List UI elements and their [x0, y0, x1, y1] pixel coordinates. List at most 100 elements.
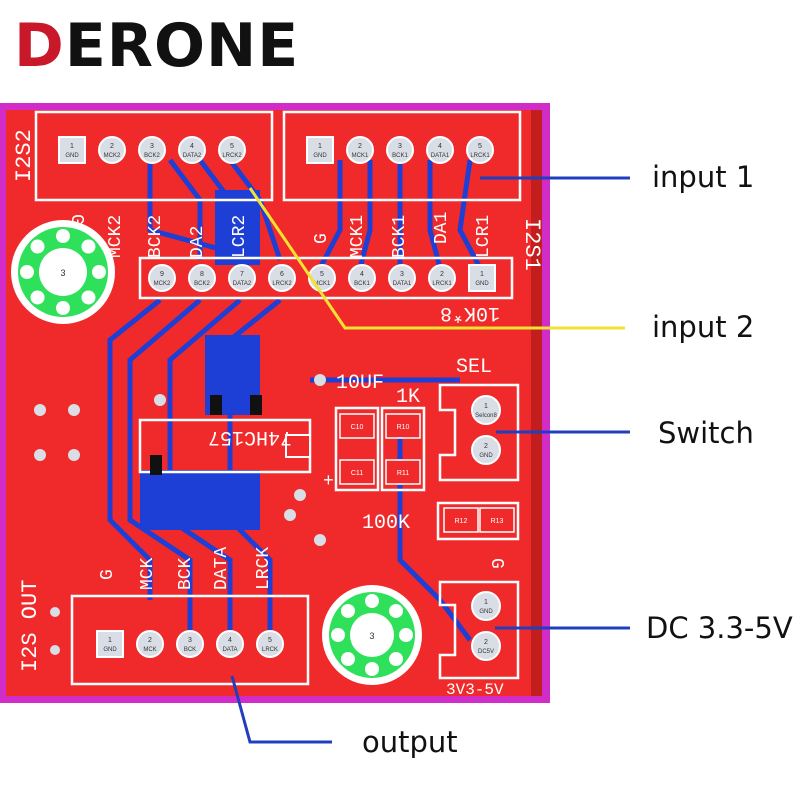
callout-dc: DC 3.3-5V	[646, 611, 793, 645]
trace-fill	[215, 190, 260, 265]
board-edge-stripe	[531, 110, 542, 696]
callout-line-input2	[248, 187, 625, 330]
pin-name: BCK1	[392, 153, 408, 159]
standoff-dot	[399, 628, 413, 642]
pad-round	[268, 264, 296, 292]
smd-label: C11	[351, 470, 363, 477]
pin-name: LRCK1	[470, 153, 490, 159]
pin-number: 5	[320, 271, 324, 278]
pad-round	[346, 136, 374, 164]
pad-round	[148, 264, 176, 292]
pad-round	[218, 136, 246, 164]
pin-name: MCK1	[352, 153, 369, 159]
standoff-dot	[56, 301, 70, 315]
pin-name: LRCK1	[432, 281, 452, 287]
silk-lrck: LRCK	[254, 547, 274, 590]
pin-name: LRCK2	[222, 153, 242, 159]
brand-logo-rest: ERONE	[64, 11, 300, 81]
pin-number: 3	[150, 143, 154, 150]
pin-name: MCK	[143, 647, 156, 653]
pin-name: DATA	[222, 647, 237, 653]
pin-number: 3	[398, 143, 402, 150]
silk-mck: MCK	[138, 557, 158, 590]
pad	[34, 449, 46, 461]
standoff-dot	[389, 652, 404, 667]
smd-label: R10	[397, 424, 410, 431]
pin-number: 2	[484, 443, 488, 450]
pad-round	[471, 395, 501, 425]
silk-i2s1: I2S1	[519, 218, 544, 271]
pad	[68, 404, 80, 416]
pin-name: BCK1	[354, 281, 370, 287]
pin-number: 9	[160, 271, 164, 278]
pin-name: MCK2	[104, 153, 121, 159]
silk-bck2: BCK2	[146, 215, 166, 258]
standoff-number: 3	[60, 268, 65, 278]
resistor-1k-outline	[380, 406, 426, 492]
pin-number: 1	[70, 143, 74, 150]
pin-number: 6	[280, 271, 284, 278]
standoff-dot	[92, 265, 106, 279]
pin-name: GND	[479, 453, 493, 459]
pin-number: 5	[268, 637, 272, 644]
pin-number: 1	[318, 143, 322, 150]
pad-round	[256, 630, 284, 658]
pad-round	[348, 264, 376, 292]
pad-round	[228, 264, 256, 292]
pin-number: 1	[108, 637, 112, 644]
output-connector-housing	[70, 594, 310, 686]
pad-square	[306, 136, 334, 164]
silk-g-mid: G	[312, 233, 332, 244]
pad-round	[471, 435, 501, 465]
pin-name: BCK2	[194, 281, 210, 287]
silk-mck2: MCK2	[106, 215, 126, 258]
silk-sel: SEL	[456, 356, 492, 379]
pin-name: LRCK2	[272, 281, 292, 287]
pad-round	[138, 136, 166, 164]
smd-pad: R12	[443, 507, 479, 533]
board-body	[6, 110, 542, 696]
silk-res-100k: 100K	[362, 512, 410, 535]
pad-round	[178, 136, 206, 164]
pin-name: DATA2	[183, 153, 202, 159]
pin-name: GND	[65, 153, 79, 159]
pad-round	[308, 264, 336, 292]
silk-g-dc: G	[486, 558, 506, 569]
chip-pins	[150, 395, 262, 475]
pin-number: 8	[200, 271, 204, 278]
pin-name: BCK2	[144, 153, 160, 159]
silk-volt: 3V3-5V	[446, 681, 504, 699]
callout-switch: Switch	[658, 416, 754, 450]
pin-number: 1	[484, 599, 488, 606]
pin-number: 4	[360, 271, 364, 278]
pad	[50, 607, 60, 617]
silk-data: DATA	[212, 547, 232, 590]
pad-round	[466, 136, 494, 164]
smd-pad: R13	[479, 507, 515, 533]
pad-round	[136, 630, 164, 658]
pad-round	[471, 631, 501, 661]
callout-input1: input 1	[652, 160, 755, 194]
standoff-dot	[365, 662, 379, 676]
pad-round	[386, 136, 414, 164]
pin-number: 3	[188, 637, 192, 644]
pin-number: 5	[230, 143, 234, 150]
pin-number: 1	[484, 403, 488, 410]
smd-pad: C10	[339, 413, 375, 439]
pin-number: 3	[400, 271, 404, 278]
